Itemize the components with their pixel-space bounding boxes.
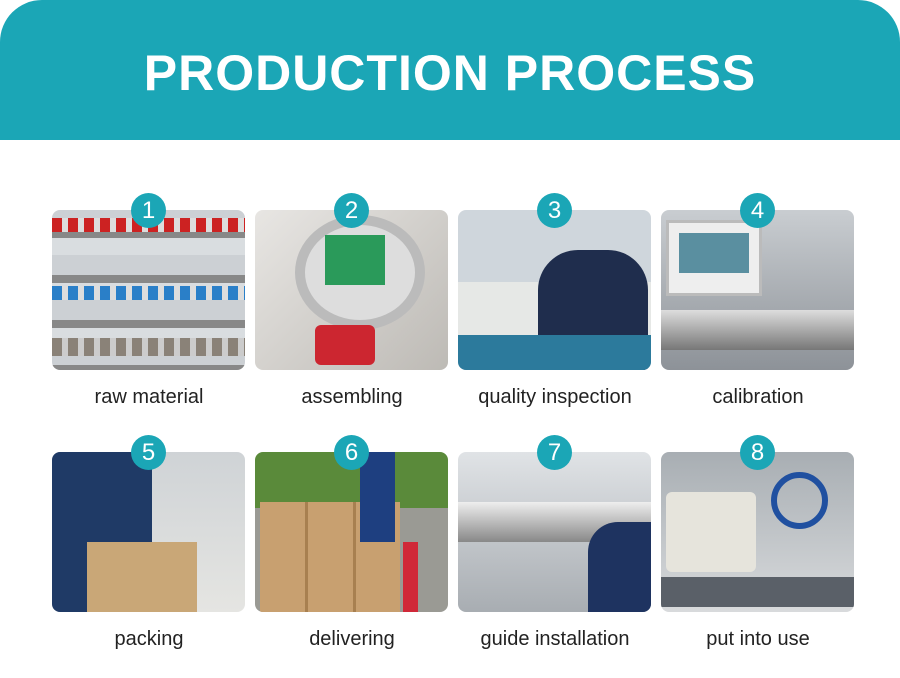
step-label: calibration (712, 386, 804, 408)
header-banner: PRODUCTION PROCESS (0, 0, 900, 140)
raw-material-photo (52, 210, 245, 370)
guide-installation-photo (458, 452, 651, 612)
step-number-badge: 5 (131, 435, 166, 470)
step-guide-installation: 7 guide installation (458, 435, 651, 651)
calibration-photo (661, 210, 854, 370)
step-quality-inspection: 3 quality inspection (458, 193, 651, 409)
page-title: PRODUCTION PROCESS (143, 45, 757, 101)
step-put-into-use: 8 put into use (661, 435, 854, 651)
quality-inspection-photo (458, 210, 651, 370)
assembling-photo (255, 210, 448, 370)
step-label: quality inspection (478, 386, 632, 408)
step-number-badge: 1 (131, 193, 166, 228)
delivering-photo (255, 452, 448, 612)
packing-photo (52, 452, 245, 612)
step-label: delivering (309, 628, 395, 650)
put-into-use-photo (661, 452, 854, 612)
step-number-badge: 3 (537, 193, 572, 228)
step-number-badge: 7 (537, 435, 572, 470)
step-number-badge: 8 (740, 435, 775, 470)
step-label: guide installation (480, 628, 630, 650)
step-number-badge: 4 (740, 193, 775, 228)
step-raw-material: 1 raw material (52, 193, 245, 409)
step-label: put into use (706, 628, 810, 650)
step-delivering: 6 delivering (255, 435, 448, 651)
step-calibration: 4 calibration (661, 193, 854, 409)
step-label: raw material (94, 386, 204, 408)
step-number-badge: 6 (334, 435, 369, 470)
step-assembling: 2 assembling (255, 193, 448, 409)
step-label: packing (114, 628, 184, 650)
step-number-badge: 2 (334, 193, 369, 228)
step-label: assembling (301, 386, 403, 408)
step-packing: 5 packing (52, 435, 245, 651)
